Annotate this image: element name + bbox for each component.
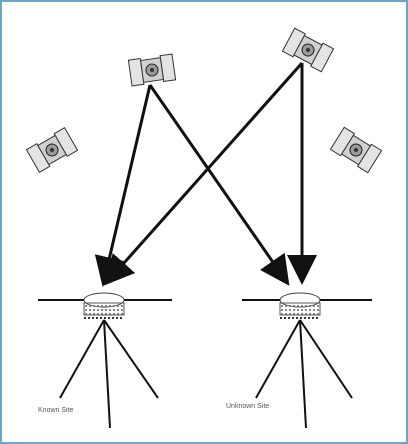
satellite-icon — [329, 126, 383, 174]
known-site-receiver — [38, 292, 172, 429]
signal-arrow — [104, 62, 304, 286]
known-site-label: Known Site — [38, 407, 74, 414]
satellite-icon — [127, 53, 177, 87]
unknown-site-label: Unknown Site — [226, 403, 269, 410]
signal-arrow — [94, 84, 152, 287]
satellite-icon — [25, 127, 79, 173]
signal-arrow — [148, 84, 290, 286]
unknown-site-receiver — [242, 292, 372, 429]
satellite-icon — [281, 27, 335, 73]
